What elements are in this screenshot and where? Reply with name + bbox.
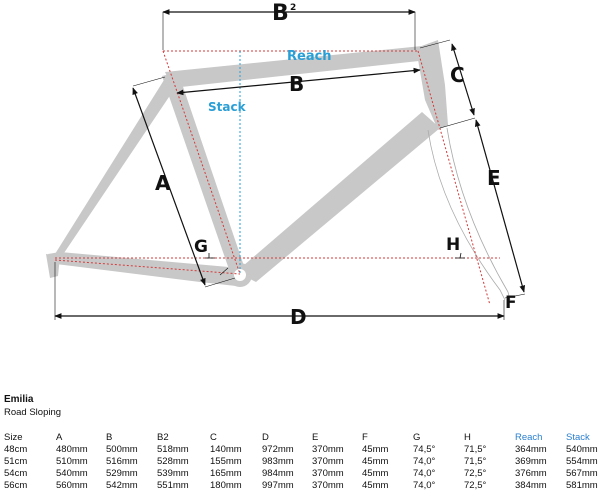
- table-cell: 370mm: [312, 456, 344, 467]
- column-header: A: [56, 432, 63, 443]
- table-cell: 45mm: [362, 480, 389, 491]
- table-cell: 516mm: [106, 456, 138, 467]
- model-name: Emilia: [4, 394, 34, 405]
- label-g: G: [194, 237, 208, 257]
- table-cell: 71,5°: [464, 444, 487, 455]
- model-type: Road Sloping: [4, 407, 62, 418]
- table-cell: 997mm: [262, 480, 294, 491]
- table-cell: 165mm: [210, 468, 242, 479]
- table-cell: 45mm: [362, 444, 389, 455]
- table-cell: 581mm: [566, 480, 598, 491]
- table-cell: 529mm: [106, 468, 138, 479]
- table-cell: 370mm: [312, 444, 344, 455]
- column-header: G: [413, 432, 421, 443]
- table-cell: 370mm: [312, 468, 344, 479]
- table-cell: 74,0°: [413, 468, 436, 479]
- table-cell: 74,0°: [413, 456, 436, 467]
- table-cell: 518mm: [157, 444, 189, 455]
- column-header: H: [464, 432, 471, 443]
- label-reach: Reach: [287, 49, 332, 64]
- table-cell: 180mm: [210, 480, 242, 491]
- table-cell: 45mm: [362, 456, 389, 467]
- table-cell: 376mm: [515, 468, 547, 479]
- column-header: B2: [157, 432, 169, 443]
- column-header: F: [362, 432, 368, 443]
- table-cell: 72,5°: [464, 480, 487, 491]
- label-b2: B: [272, 1, 289, 26]
- label-b: B: [289, 72, 304, 96]
- table-cell: 384mm: [515, 480, 547, 491]
- column-header: E: [312, 432, 319, 443]
- label-b2-sup: 2: [290, 3, 296, 13]
- table-cell: 540mm: [56, 468, 88, 479]
- label-stack: Stack: [208, 100, 247, 114]
- table-cell: 984mm: [262, 468, 294, 479]
- table-cell: 369mm: [515, 456, 547, 467]
- column-header: B: [106, 432, 113, 443]
- table-cell: 560mm: [56, 480, 88, 491]
- label-e: E: [487, 166, 501, 190]
- table-cell: 500mm: [106, 444, 138, 455]
- bike-frame: [46, 40, 448, 287]
- label-f: F: [505, 293, 517, 313]
- table-cell: 540mm: [566, 444, 598, 455]
- table-cell: 155mm: [210, 456, 242, 467]
- label-c: C: [450, 63, 465, 87]
- table-cell: 480mm: [56, 444, 88, 455]
- table-cell: 140mm: [210, 444, 242, 455]
- table-cell: 74,5°: [413, 444, 436, 455]
- table-cell: 510mm: [56, 456, 88, 467]
- down-tube: [236, 112, 440, 282]
- head-tube: [416, 40, 448, 130]
- label-a: A: [155, 171, 171, 195]
- table-cell: 567mm: [566, 468, 598, 479]
- table-cell: 972mm: [262, 444, 294, 455]
- column-header: C: [210, 432, 217, 443]
- frame-geometry-diagram: B 2 Reach B Stack C A E G H D F: [46, 1, 526, 329]
- column-header: D: [262, 432, 269, 443]
- table-cell: 54cm: [4, 468, 28, 479]
- table-cell: 51cm: [4, 456, 28, 467]
- table-cell: 370mm: [312, 480, 344, 491]
- table-cell: 539mm: [157, 468, 189, 479]
- fork: [427, 127, 511, 301]
- chain-stay: [48, 252, 240, 286]
- table-cell: 364mm: [515, 444, 547, 455]
- column-header: Reach: [515, 432, 543, 443]
- table-cell: 71,5°: [464, 456, 487, 467]
- column-header: Stack: [566, 432, 590, 443]
- table-cell: 72,5°: [464, 468, 487, 479]
- table-cell: 551mm: [157, 480, 189, 491]
- table-cell: 554mm: [566, 456, 598, 467]
- column-header: Size: [4, 432, 23, 443]
- table-cell: 528mm: [157, 456, 189, 467]
- rear-dropout: [46, 254, 60, 278]
- table-cell: 56cm: [4, 480, 28, 491]
- table-cell: 542mm: [106, 480, 138, 491]
- table-cell: 983mm: [262, 456, 294, 467]
- dimension-lines: [54, 9, 526, 320]
- table-cell: 48cm: [4, 444, 28, 455]
- table-cell: 74,0°: [413, 480, 436, 491]
- label-h: H: [446, 235, 460, 255]
- label-d: D: [290, 305, 307, 329]
- table-cell: 45mm: [362, 468, 389, 479]
